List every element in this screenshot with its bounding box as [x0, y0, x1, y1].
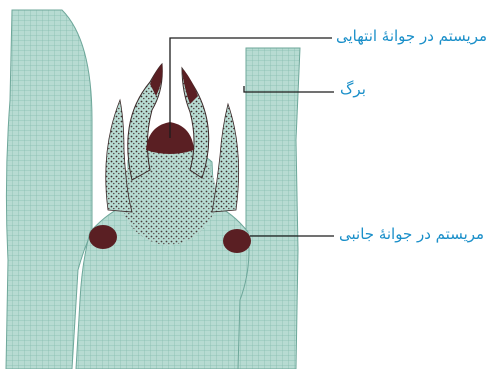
right-outer-leaf [212, 104, 239, 212]
leaf-label: برگ [340, 80, 366, 98]
right-lateral-meristem [223, 229, 251, 253]
apical-meristem-label: مریستم در جوانهٔ انتهایی [336, 27, 487, 45]
left-lateral-meristem [89, 225, 117, 249]
lateral-meristem-label: مریستم در جوانهٔ جانبی [339, 225, 484, 243]
right-stem-tissue [232, 48, 300, 369]
